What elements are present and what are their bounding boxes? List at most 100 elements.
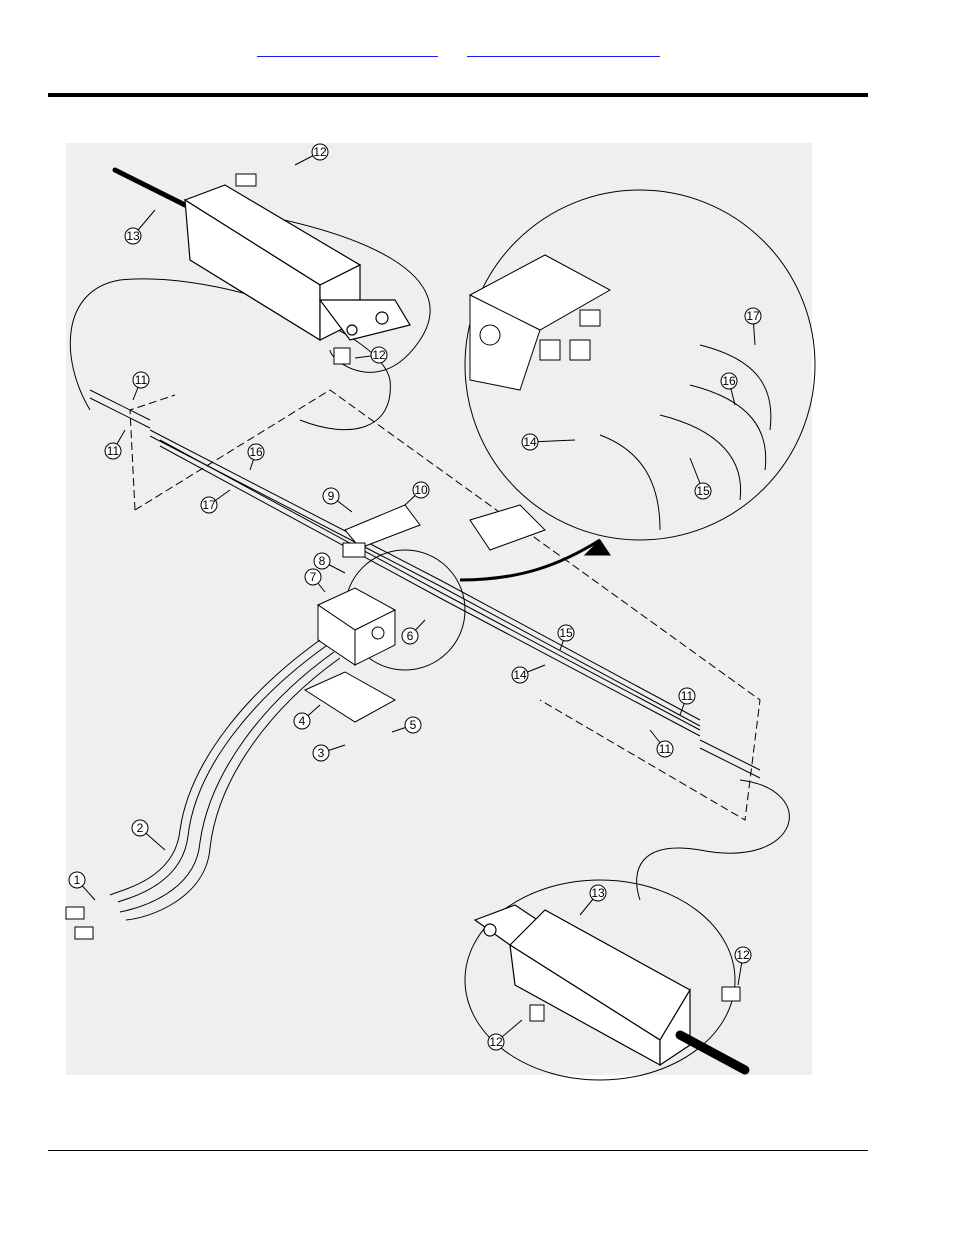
callout-label: 13 [591, 886, 605, 900]
callout-label: 16 [722, 374, 736, 388]
bottom-fittings [529, 986, 741, 1022]
callout-bubble [744, 307, 762, 325]
callout-bubble [293, 712, 311, 730]
callout-label: 9 [328, 489, 335, 503]
callout-bubble [370, 346, 388, 364]
callout-15: 15 [557, 624, 575, 651]
callout-bubble [312, 744, 330, 762]
callout-12: 12 [354, 346, 388, 364]
callout-11: 11 [104, 429, 126, 460]
callout-1: 1 [68, 871, 96, 901]
callout-bubble [678, 687, 696, 705]
fitting-12-mid [333, 347, 351, 365]
callout-label: 11 [659, 742, 672, 756]
callout-bubble [404, 716, 422, 734]
callout-label: 1 [74, 873, 81, 887]
callout-11: 11 [649, 729, 674, 758]
callout-13: 13 [579, 884, 607, 916]
callout-3: 3 [312, 744, 346, 762]
callout-17: 17 [744, 307, 762, 346]
callout-label: 17 [746, 309, 760, 323]
callout-12: 12 [734, 946, 752, 986]
callout-label: 14 [523, 435, 537, 449]
callout-bubble [487, 1033, 505, 1051]
header-link-1[interactable] [257, 40, 438, 57]
callout-label: 16 [249, 445, 263, 459]
callout-5: 5 [391, 716, 422, 734]
bottom-cylinder [473, 904, 750, 1075]
callout-16: 16 [720, 372, 738, 406]
callout-label: 12 [372, 348, 386, 362]
callout-label: 12 [313, 145, 327, 159]
bracket [303, 504, 546, 723]
callout-label: 6 [407, 629, 414, 643]
callout-11: 11 [678, 687, 696, 716]
callout-11: 11 [132, 371, 150, 401]
callout-bubble [132, 371, 150, 389]
callout-bubble [401, 627, 419, 645]
callout-bubble [304, 568, 322, 586]
footer-rule [48, 1150, 868, 1151]
callout-bubble [511, 666, 529, 684]
callout-bubble [68, 871, 86, 889]
hydraulic-tubes [89, 389, 761, 779]
callout-8: 8 [313, 552, 346, 574]
detail-hoses [599, 344, 772, 531]
hose-ends-1 [65, 906, 94, 940]
callout-13: 13 [124, 209, 156, 245]
clamp [342, 504, 421, 558]
callout-14: 14 [521, 433, 576, 451]
callout-label: 11 [107, 444, 120, 458]
callout-label: 7 [310, 570, 317, 584]
callout-bubble [124, 227, 142, 245]
callout-12: 12 [487, 1019, 523, 1051]
callout-bubble [694, 482, 712, 500]
callout-label: 13 [126, 229, 140, 243]
callout-2: 2 [131, 819, 166, 851]
callout-bubble [311, 143, 329, 161]
callout-10: 10 [404, 481, 430, 506]
diagram-background [66, 143, 812, 1075]
detail-valve [468, 254, 612, 391]
header-link-2[interactable] [467, 40, 660, 57]
callout-label: 15 [559, 626, 573, 640]
callout-bubble [131, 819, 149, 837]
header-rule [48, 93, 868, 97]
callout-label: 5 [410, 718, 417, 732]
callout-label: 12 [736, 948, 750, 962]
callout-label: 4 [299, 714, 306, 728]
callout-bubble [412, 481, 430, 499]
callout-bubble [720, 372, 738, 390]
callout-6: 6 [401, 619, 426, 645]
callout-bubble [521, 433, 539, 451]
callout-9: 9 [322, 487, 353, 513]
top-cylinder [112, 167, 411, 342]
callout-7: 7 [304, 568, 326, 593]
callout-bubble [557, 624, 575, 642]
callout-label: 14 [513, 668, 527, 682]
callout-label: 12 [489, 1035, 503, 1049]
callout-label: 15 [696, 484, 710, 498]
callout-bubble [104, 442, 122, 460]
callout-bubble [734, 946, 752, 964]
callout-bubble [247, 443, 265, 461]
callout-label: 8 [319, 554, 326, 568]
callout-label: 11 [135, 373, 148, 387]
callout-label: 10 [414, 483, 428, 497]
valve-block [316, 587, 397, 666]
callout-4: 4 [293, 704, 321, 730]
bottom-cylinder-loop [464, 879, 736, 1081]
callout-bubble [200, 496, 218, 514]
callout-15: 15 [689, 457, 712, 500]
fitting-12-top [235, 173, 257, 187]
top-fittings [235, 173, 351, 365]
callout-label: 3 [318, 746, 325, 760]
callout-label: 17 [202, 498, 216, 512]
callout-12: 12 [294, 143, 329, 166]
callout-bubble [589, 884, 607, 902]
callout-bubble [313, 552, 331, 570]
callout-16: 16 [247, 443, 265, 471]
hose-2 [109, 639, 341, 921]
